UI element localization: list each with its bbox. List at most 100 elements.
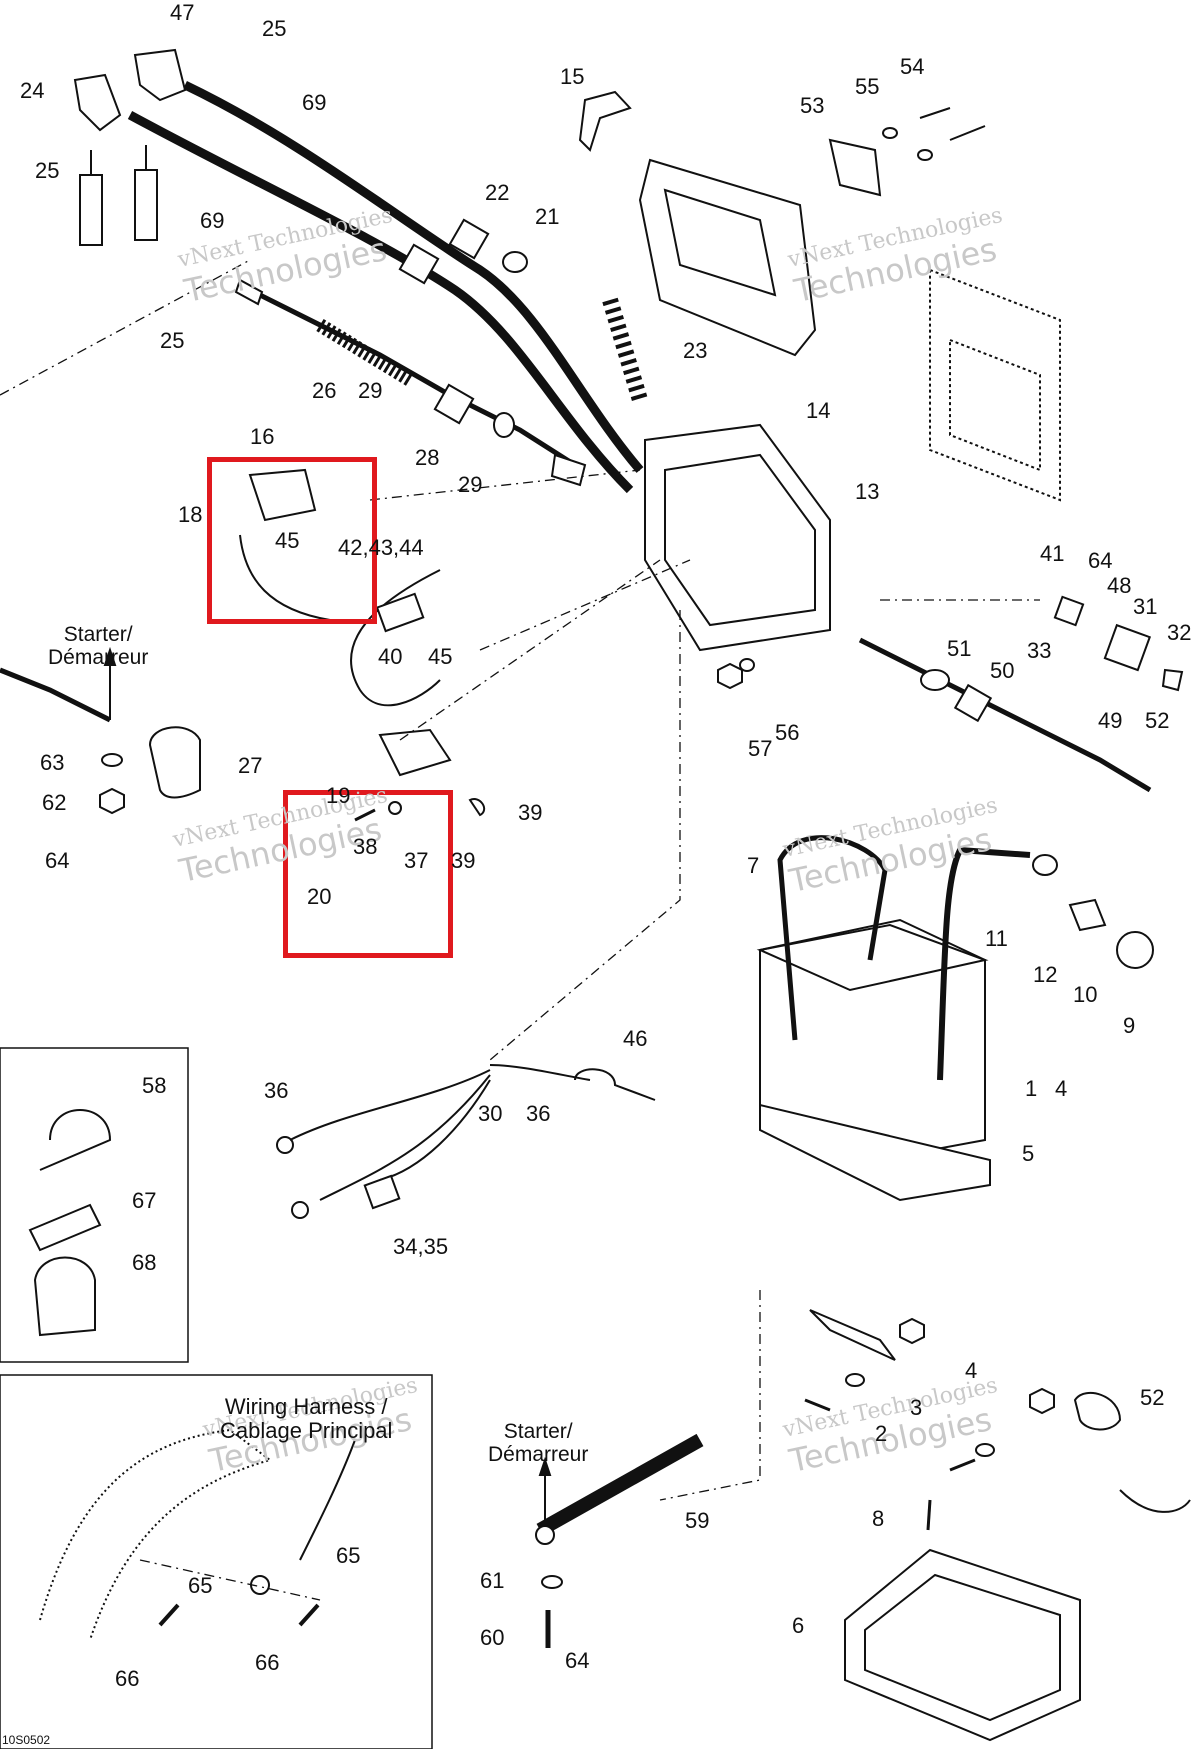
part-label: 42,43,44 <box>338 535 424 560</box>
part-label: 21 <box>535 204 560 229</box>
screw-54a <box>919 107 951 119</box>
clip-67 <box>28 1203 102 1252</box>
ecu-cover <box>638 158 817 357</box>
cable-tie-46 <box>574 1068 656 1101</box>
part-label: 40 <box>378 644 403 669</box>
washer-63 <box>101 753 123 767</box>
ground-cable <box>248 287 577 468</box>
ground-wire-18 <box>239 534 331 621</box>
grommet-29 <box>493 412 515 438</box>
part-label: 29 <box>458 472 483 497</box>
harness-30 <box>289 1069 491 1141</box>
part-label: 54 <box>900 54 925 79</box>
nut-4b <box>1029 1387 1055 1415</box>
terminal-boot-27 <box>148 726 201 799</box>
spark-plug-cap-right <box>133 48 187 102</box>
part-label: 3 <box>910 1395 923 1420</box>
part-label: 50 <box>990 658 1015 683</box>
part-label: 25 <box>35 158 60 183</box>
part-label: 59 <box>685 1508 710 1533</box>
washer-38 <box>388 801 402 815</box>
part-label: 13 <box>855 479 880 504</box>
screw-66a <box>158 1603 180 1627</box>
cable-nut-50 <box>953 683 993 723</box>
part-label: 32 <box>1167 620 1192 645</box>
part-label: 19 <box>326 783 351 808</box>
part-label: 9 <box>1123 1013 1136 1038</box>
part-label: 51 <box>947 636 972 661</box>
harness-wire-40 <box>350 569 441 707</box>
part-label: 38 <box>353 834 378 859</box>
washer-55b <box>917 149 933 161</box>
ignition-coil <box>248 468 317 522</box>
screw-2b <box>949 1458 976 1472</box>
part-label: 25 <box>262 16 287 41</box>
part-label: 45 <box>428 644 453 669</box>
part-label: 66 <box>115 1666 140 1691</box>
gasket-48 <box>1053 595 1085 627</box>
part-label: 69 <box>200 208 225 233</box>
part-label: 41 <box>1040 541 1065 566</box>
part-label: 68 <box>132 1250 157 1275</box>
callout-starter-1: Starter/ Démarreur <box>48 623 149 670</box>
part-label: 2 <box>875 1421 888 1446</box>
boot-51 <box>920 669 950 691</box>
mounting-bracket <box>929 268 1061 502</box>
washer-3b <box>975 1443 995 1457</box>
part-label: 20 <box>307 884 332 909</box>
part-label: 53 <box>800 93 825 118</box>
positive-cable <box>858 637 1152 793</box>
part-label: 60 <box>480 1625 505 1650</box>
part-label: 52 <box>1145 708 1170 733</box>
part-label: 23 <box>683 338 708 363</box>
clip <box>578 90 632 152</box>
part-label: 46 <box>623 1026 648 1051</box>
washer-55a <box>882 127 898 139</box>
part-label: 48 <box>1107 573 1132 598</box>
spark-plug-1 <box>79 150 103 246</box>
grommet-21 <box>502 251 528 273</box>
callout-wiring-harness: Wiring Harness / Cablage Principal <box>220 1394 393 1444</box>
part-label: 57 <box>748 736 773 761</box>
nut-62 <box>99 787 125 815</box>
part-label: 47 <box>170 0 195 25</box>
connector-31 <box>1103 623 1152 672</box>
part-label: 7 <box>747 853 760 878</box>
part-label: 16 <box>250 424 275 449</box>
relay-19 <box>378 728 452 777</box>
part-label: 25 <box>160 328 185 353</box>
starter-cable-59 <box>536 1433 704 1537</box>
part-label: 69 <box>302 90 327 115</box>
part-label: 26 <box>312 378 337 403</box>
battery-tray <box>759 1103 991 1202</box>
vent-tube-11 <box>937 846 1031 1081</box>
ring-terminal-36a <box>276 1136 294 1154</box>
electrical-box <box>644 423 831 652</box>
battery-strap <box>777 835 888 1041</box>
plug-32 <box>1161 668 1184 692</box>
connector-42 <box>375 592 425 633</box>
highlight-box-ignition <box>207 457 377 624</box>
boot-52 <box>1073 1391 1122 1431</box>
part-label: 39 <box>451 848 476 873</box>
part-label: 29 <box>358 378 383 403</box>
battery-base <box>844 1548 1081 1742</box>
part-label: 58 <box>142 1073 167 1098</box>
ground-terminal <box>234 278 264 306</box>
part-label: 45 <box>275 528 300 553</box>
part-label: 65 <box>336 1543 361 1568</box>
part-label: 64 <box>45 848 70 873</box>
rivet-8 <box>926 1499 932 1531</box>
part-label: 8 <box>872 1506 885 1531</box>
figure-code: 10S0502 <box>2 1733 51 1747</box>
part-label: 28 <box>415 445 440 470</box>
part-label: 39 <box>518 800 543 825</box>
part-label: 4 <box>1055 1076 1068 1101</box>
part-label: 5 <box>1022 1141 1035 1166</box>
nut-57 <box>717 662 743 690</box>
nut-4a <box>899 1317 925 1345</box>
inset-box-ties <box>0 1047 189 1363</box>
washer-61 <box>541 1575 563 1589</box>
part-label: 37 <box>404 848 429 873</box>
